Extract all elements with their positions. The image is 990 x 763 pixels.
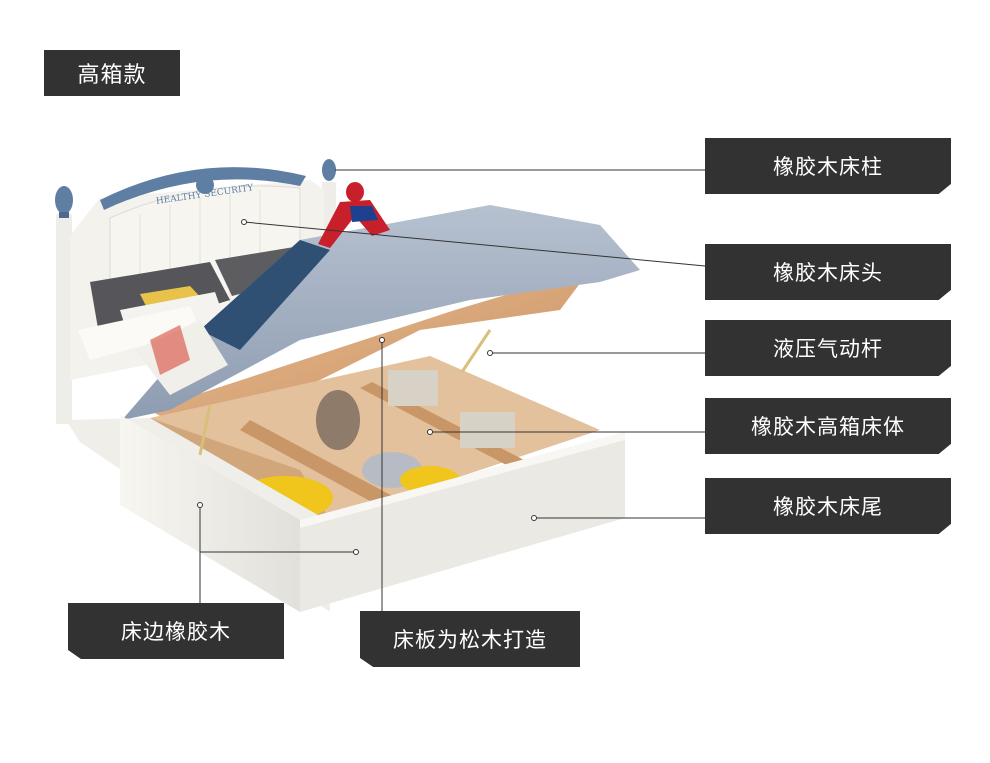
callout-gas-strut: 液压气动杆 xyxy=(705,320,951,376)
bed-post-left xyxy=(55,186,73,424)
mattress xyxy=(78,306,200,360)
page-title: 高箱款 xyxy=(44,50,180,96)
callout-footboard: 橡胶木床尾 xyxy=(705,478,951,534)
leader-line-headboard xyxy=(243,221,706,267)
blanket xyxy=(122,205,640,420)
callout-bed-board: 床板为松木打造 xyxy=(360,611,580,667)
callout-side-rail: 床边橡胶木 xyxy=(68,603,284,659)
toy-figure xyxy=(318,182,390,248)
callout-bed-post: 橡胶木床柱 xyxy=(705,138,951,194)
callout-headboard: 橡胶木床头 xyxy=(705,244,951,300)
callout-storage-box: 橡胶木高箱床体 xyxy=(705,398,951,454)
storage-box xyxy=(66,329,625,612)
